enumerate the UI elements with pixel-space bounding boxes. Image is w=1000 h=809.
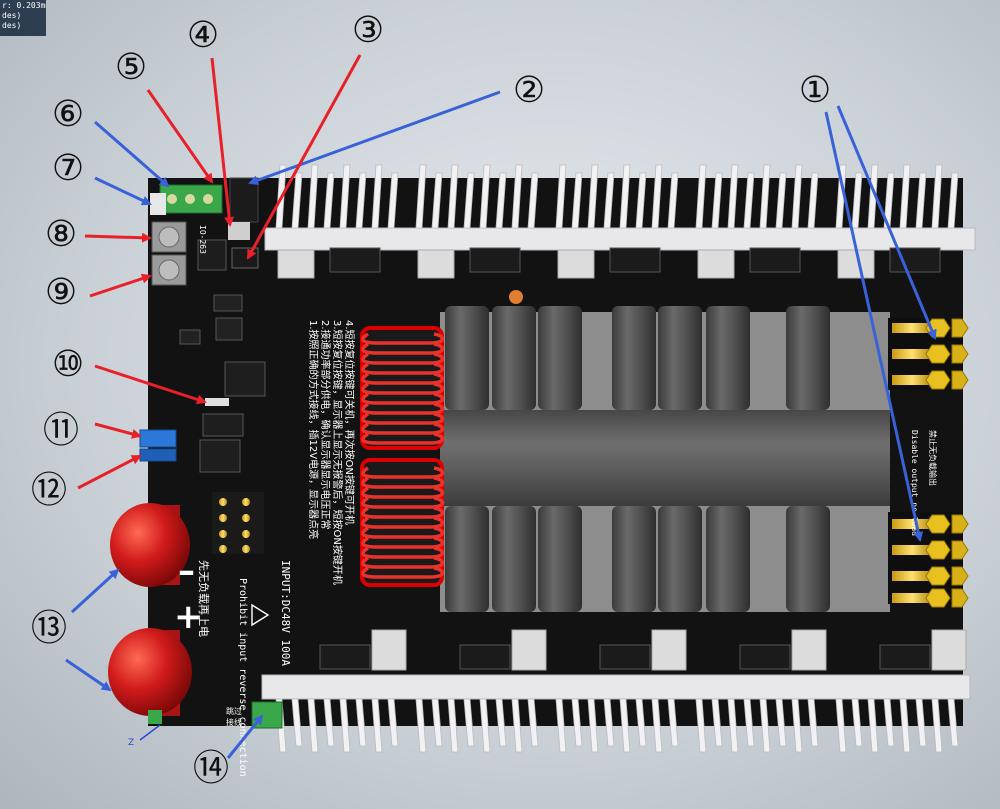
input-rating: INPUT:DC48V 100A: [279, 560, 292, 666]
heatsink-bottom: [261, 629, 971, 753]
prohibit-text: Prohibit input reverse connection: [237, 578, 248, 777]
callout-3: ③: [351, 10, 385, 51]
power-knob-negative: [110, 503, 190, 587]
mosfet-row: [319, 247, 941, 670]
polarity-cn: 先无负载再上电: [197, 560, 211, 637]
ic-marking: IO-263: [198, 225, 207, 254]
heatsink-top: [264, 164, 976, 279]
control-section: [108, 177, 523, 729]
power-knob-positive: [108, 628, 192, 716]
callout-2: ②: [512, 70, 546, 111]
hud-line: des): [2, 11, 22, 20]
instruction-line-1: 1.按照正确的方式接线，插12V电源，显示器点亮: [307, 320, 320, 539]
regulator-chip: [197, 239, 227, 271]
power-connector: [229, 177, 259, 223]
warning-triangle: [251, 603, 270, 627]
blue-button-12: [139, 448, 177, 462]
callout-14: ⑭: [192, 748, 229, 789]
white-connector: [150, 193, 166, 215]
callout-1: ①: [798, 70, 832, 111]
callout-5: ⑤: [114, 47, 148, 88]
output-terminal-upper: [888, 318, 969, 390]
skip-label-1: 跳过: [226, 706, 242, 716]
blue-button-11: [139, 429, 177, 448]
callout-8: ⑧: [44, 214, 78, 255]
capacitor-bank: [440, 306, 890, 612]
inductor-upper: [360, 326, 445, 450]
hud-line: des): [2, 21, 22, 30]
viewer-info-overlay: r: 0.203mm des) des): [0, 0, 46, 36]
instruction-line-3: 3.短按复位按键，显示器上显示无报警后，短按ON按键开机: [331, 320, 344, 585]
callout-11: ⑪: [42, 410, 79, 451]
callout-13: ⑬: [30, 608, 67, 649]
inductor-lower: [360, 458, 445, 587]
instruction-line-2: 2.接通功率部分供电，确认显示器显示电压正常: [319, 320, 332, 530]
callout-10: ⑩: [51, 344, 85, 385]
callout-4: ④: [186, 15, 220, 56]
callout-12: ⑫: [30, 470, 67, 511]
skip-label-2: 接线: [226, 717, 242, 727]
annotation-arrows: [65, 54, 937, 759]
plus-sign: +: [174, 597, 203, 637]
axis-z-indicator: [139, 724, 161, 741]
board-silkscreen-text: 1.按照正确的方式接线，插12V电源，显示器点亮 2.接通功率部分供电，确认显示…: [128, 225, 938, 777]
instruction-line-4: 4.短按复位按键可关机，再次按ON按键可开机: [343, 320, 356, 525]
hud-line: r: 0.203mm: [2, 1, 46, 10]
callout-7: ⑦: [51, 148, 85, 189]
axis-z-label: Z: [128, 738, 134, 748]
disable-output-label: Disable output no load: [910, 430, 919, 536]
disable-output-cn: 禁止无负载输出: [928, 430, 938, 486]
callout-6: ⑥: [51, 94, 85, 135]
callout-9: ⑨: [44, 272, 78, 313]
minus-sign: –: [178, 551, 195, 591]
output-terminal-lower: [888, 512, 969, 608]
